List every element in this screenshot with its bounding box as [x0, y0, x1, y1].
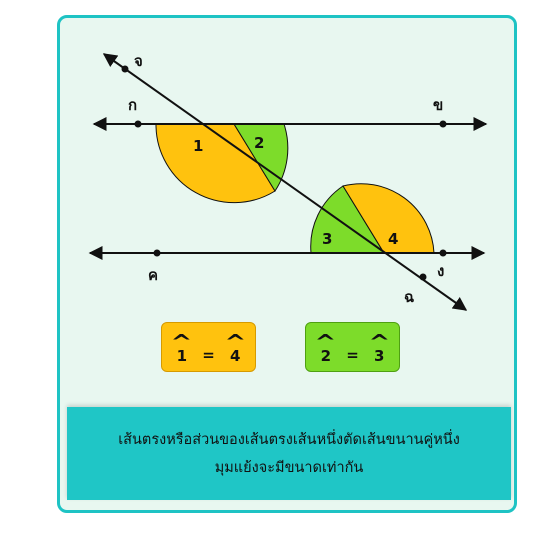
equation-right-value: 4 — [229, 347, 241, 365]
angle-hat-4: ^ 4 — [224, 330, 247, 365]
equals-sign: = — [346, 346, 359, 364]
point-kho — [439, 120, 447, 128]
point-label-kho: ข — [433, 96, 443, 114]
point-label-cho: จ — [134, 52, 143, 70]
hat-icon: ^ — [314, 330, 337, 354]
equation-left-value: 2 — [320, 347, 332, 365]
point-label-kho-khwai: ค — [148, 266, 158, 284]
hat-icon: ^ — [170, 330, 193, 354]
point-cho — [121, 65, 129, 73]
angle-label-1: 1 — [193, 137, 203, 155]
equation-box-1-4: ^ 1 = ^ 4 — [161, 322, 256, 372]
point-ngo — [439, 249, 447, 257]
angle-label-2: 2 — [254, 134, 264, 152]
point-ko — [134, 120, 142, 128]
angle-hat-1: ^ 1 — [170, 330, 193, 365]
point-label-ngo: ง — [437, 262, 444, 280]
diagram-card: ก ข ค ง จ ฉ 1 2 3 4 ^ 1 = ^ 4 ^ 2 = ^ 3 — [57, 15, 517, 513]
transversal-line — [102, 53, 468, 311]
hat-icon: ^ — [224, 330, 247, 354]
equals-sign: = — [202, 346, 215, 364]
point-label-ko: ก — [128, 96, 137, 114]
equation-box-2-3: ^ 2 = ^ 3 — [305, 322, 400, 372]
angle-hat-3: ^ 3 — [368, 330, 391, 365]
point-cho-ching — [419, 273, 427, 281]
caption-banner: เส้นตรงหรือส่วนของเส้นตรงเส้นหนึ่งตัดเส้… — [67, 407, 511, 500]
angle-label-4: 4 — [388, 230, 398, 248]
angle-hat-2: ^ 2 — [314, 330, 337, 365]
equation-right-value: 3 — [373, 347, 385, 365]
parallel-lines-diagram: ก ข ค ง จ ฉ 1 2 3 4 — [88, 52, 488, 311]
point-kho-khwai — [153, 249, 161, 257]
caption-line-1: เส้นตรงหรือส่วนของเส้นตรงเส้นหนึ่งตัดเส้… — [118, 431, 460, 448]
caption-line-2: มุมแย้งจะมีขนาดเท่ากัน — [214, 459, 364, 476]
point-label-cho-ching: ฉ — [404, 288, 414, 306]
equation-left-value: 1 — [176, 347, 188, 365]
hat-icon: ^ — [368, 330, 391, 354]
angle-label-3: 3 — [322, 230, 332, 248]
